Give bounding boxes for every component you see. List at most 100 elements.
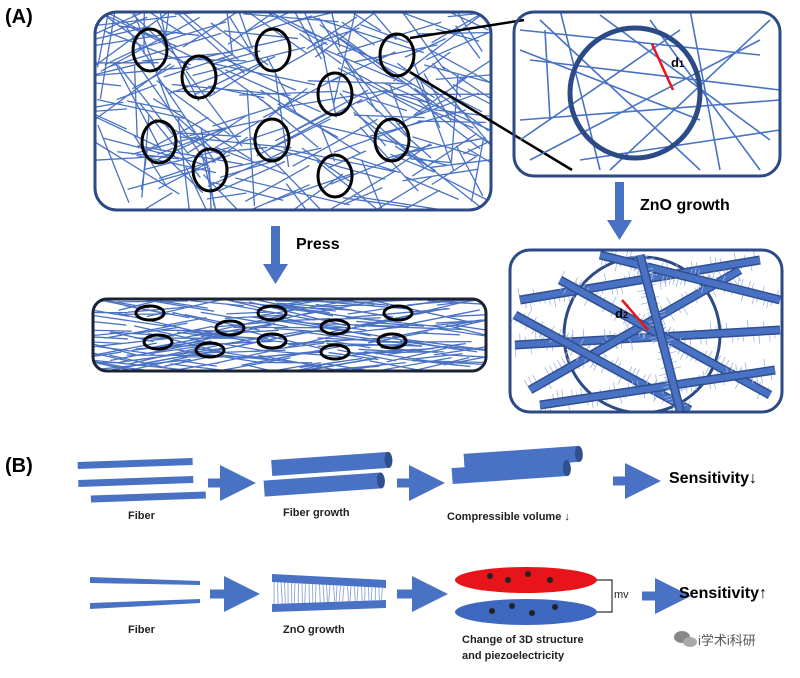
fiber-strand bbox=[118, 65, 189, 155]
fiber-strand bbox=[437, 329, 502, 339]
zno-coated-rods bbox=[510, 246, 780, 417]
zno-growth-arrow bbox=[607, 182, 632, 240]
fiber-strand bbox=[520, 30, 760, 55]
fiber-strand bbox=[237, 127, 288, 144]
fiber-strand bbox=[305, 584, 306, 603]
fiber-strand bbox=[320, 585, 321, 603]
compressible-volume-caption: Compressible volume ↓ bbox=[447, 511, 570, 523]
press-arrow bbox=[263, 226, 288, 284]
fiber-strand bbox=[327, 585, 328, 602]
piezo-ellipses bbox=[455, 567, 612, 625]
fiber-strand bbox=[183, 3, 251, 47]
fiber-strand bbox=[118, 313, 213, 335]
fiber-strand bbox=[520, 100, 780, 120]
fiber-strand bbox=[263, 73, 345, 117]
sensitivity-up-label: Sensitivity↑ bbox=[679, 585, 767, 603]
zoomed-fibers bbox=[520, 10, 780, 170]
fiber-strand bbox=[348, 586, 349, 601]
watermark-text: i学术i科研 bbox=[698, 630, 756, 649]
fiber-strand bbox=[343, 586, 344, 602]
fiber-strand bbox=[323, 585, 324, 603]
fiber-strand bbox=[530, 60, 780, 90]
fiber-strand bbox=[360, 0, 458, 33]
fiber-strand bbox=[68, 341, 123, 344]
fiber-strand bbox=[226, 312, 271, 314]
row2-fiber bbox=[90, 577, 200, 609]
row1-fiber-growth bbox=[264, 452, 393, 497]
fiber-strand bbox=[268, 173, 354, 202]
fiber-strand bbox=[302, 148, 350, 181]
fiber-strand bbox=[315, 584, 316, 602]
fiber-strand bbox=[354, 0, 397, 40]
fiber-strand bbox=[357, 587, 358, 601]
red-ellipse bbox=[455, 567, 597, 593]
fiber-strand bbox=[285, 583, 286, 604]
fiber-strand bbox=[247, 90, 254, 206]
zno-growth-label: ZnO growth bbox=[640, 197, 730, 215]
fiber-strand bbox=[179, 39, 289, 63]
fiber-strand bbox=[98, 125, 129, 203]
fiber-strand bbox=[144, 0, 145, 54]
fiber-strand bbox=[346, 309, 450, 318]
fiber-strand bbox=[72, 67, 188, 77]
fiber-strand bbox=[196, 292, 264, 308]
mv-bracket bbox=[597, 580, 612, 612]
fiber-strand bbox=[59, 329, 132, 331]
fiber-strand bbox=[468, 149, 504, 171]
row2-fiber-caption: Fiber bbox=[128, 624, 155, 636]
fiber-strand bbox=[442, 355, 488, 358]
fiber-strand bbox=[355, 586, 356, 601]
row2-zno-growth bbox=[272, 574, 386, 612]
fiber-strand bbox=[228, 0, 312, 44]
zno-pore-panel bbox=[510, 246, 782, 417]
fiber-strand bbox=[74, 81, 121, 86]
row1-compressed bbox=[452, 446, 584, 484]
fiber-strand bbox=[294, 583, 295, 603]
d1-label: d1 bbox=[671, 55, 684, 70]
row1-fiber bbox=[78, 458, 206, 503]
fiber-strand bbox=[339, 586, 340, 602]
sensitivity-down-label: Sensitivity↓ bbox=[669, 470, 757, 488]
fiber-strand bbox=[371, 587, 372, 600]
change-3d-caption-line1: Change of 3D structure bbox=[462, 634, 584, 646]
fiber-strand bbox=[209, 167, 211, 232]
panel-b-label: (B) bbox=[5, 455, 33, 478]
fiber-strand bbox=[229, 16, 260, 67]
press-label: Press bbox=[296, 236, 340, 254]
fiber-strand bbox=[429, 49, 514, 95]
fiber-strand bbox=[381, 588, 382, 600]
d2-label: d2 bbox=[615, 306, 628, 321]
fiber-strand bbox=[246, 0, 326, 32]
blue-ellipse bbox=[455, 599, 597, 625]
fiber-strand bbox=[600, 15, 770, 140]
fiber-strand bbox=[545, 30, 550, 120]
fiber-strand bbox=[133, 193, 172, 216]
fiber-strand bbox=[530, 40, 760, 160]
fiber-strand bbox=[274, 328, 316, 331]
pore-ring bbox=[255, 119, 289, 161]
zoomed-pore-panel bbox=[514, 10, 780, 176]
fiber-strand bbox=[100, 14, 114, 99]
fiber-mat-panel bbox=[38, 0, 535, 246]
fiber-strand bbox=[350, 586, 351, 601]
row1-fiber-growth-caption: Fiber growth bbox=[283, 507, 350, 519]
fiber-strand bbox=[329, 585, 330, 602]
fiber-strand bbox=[389, 135, 482, 208]
pressed-mat-panel bbox=[56, 288, 526, 382]
fiber-strand bbox=[334, 0, 360, 104]
zoomed-pore-border bbox=[514, 12, 780, 176]
change-3d-caption-line2: and piezoelectricity bbox=[462, 650, 564, 662]
fiber-strand bbox=[257, 119, 331, 156]
fiber-strand bbox=[334, 585, 335, 602]
fiber-strand bbox=[281, 582, 282, 603]
wechat-icon bbox=[674, 631, 697, 647]
pressed-fiber-network bbox=[56, 288, 526, 382]
panel-a-label: (A) bbox=[5, 6, 33, 29]
row2-zno-growth-caption: ZnO growth bbox=[283, 624, 345, 636]
fiber-strand bbox=[278, 582, 279, 604]
fiber-strand bbox=[336, 585, 337, 601]
fiber-strand bbox=[299, 33, 341, 63]
row1-fiber-caption: Fiber bbox=[128, 510, 155, 522]
